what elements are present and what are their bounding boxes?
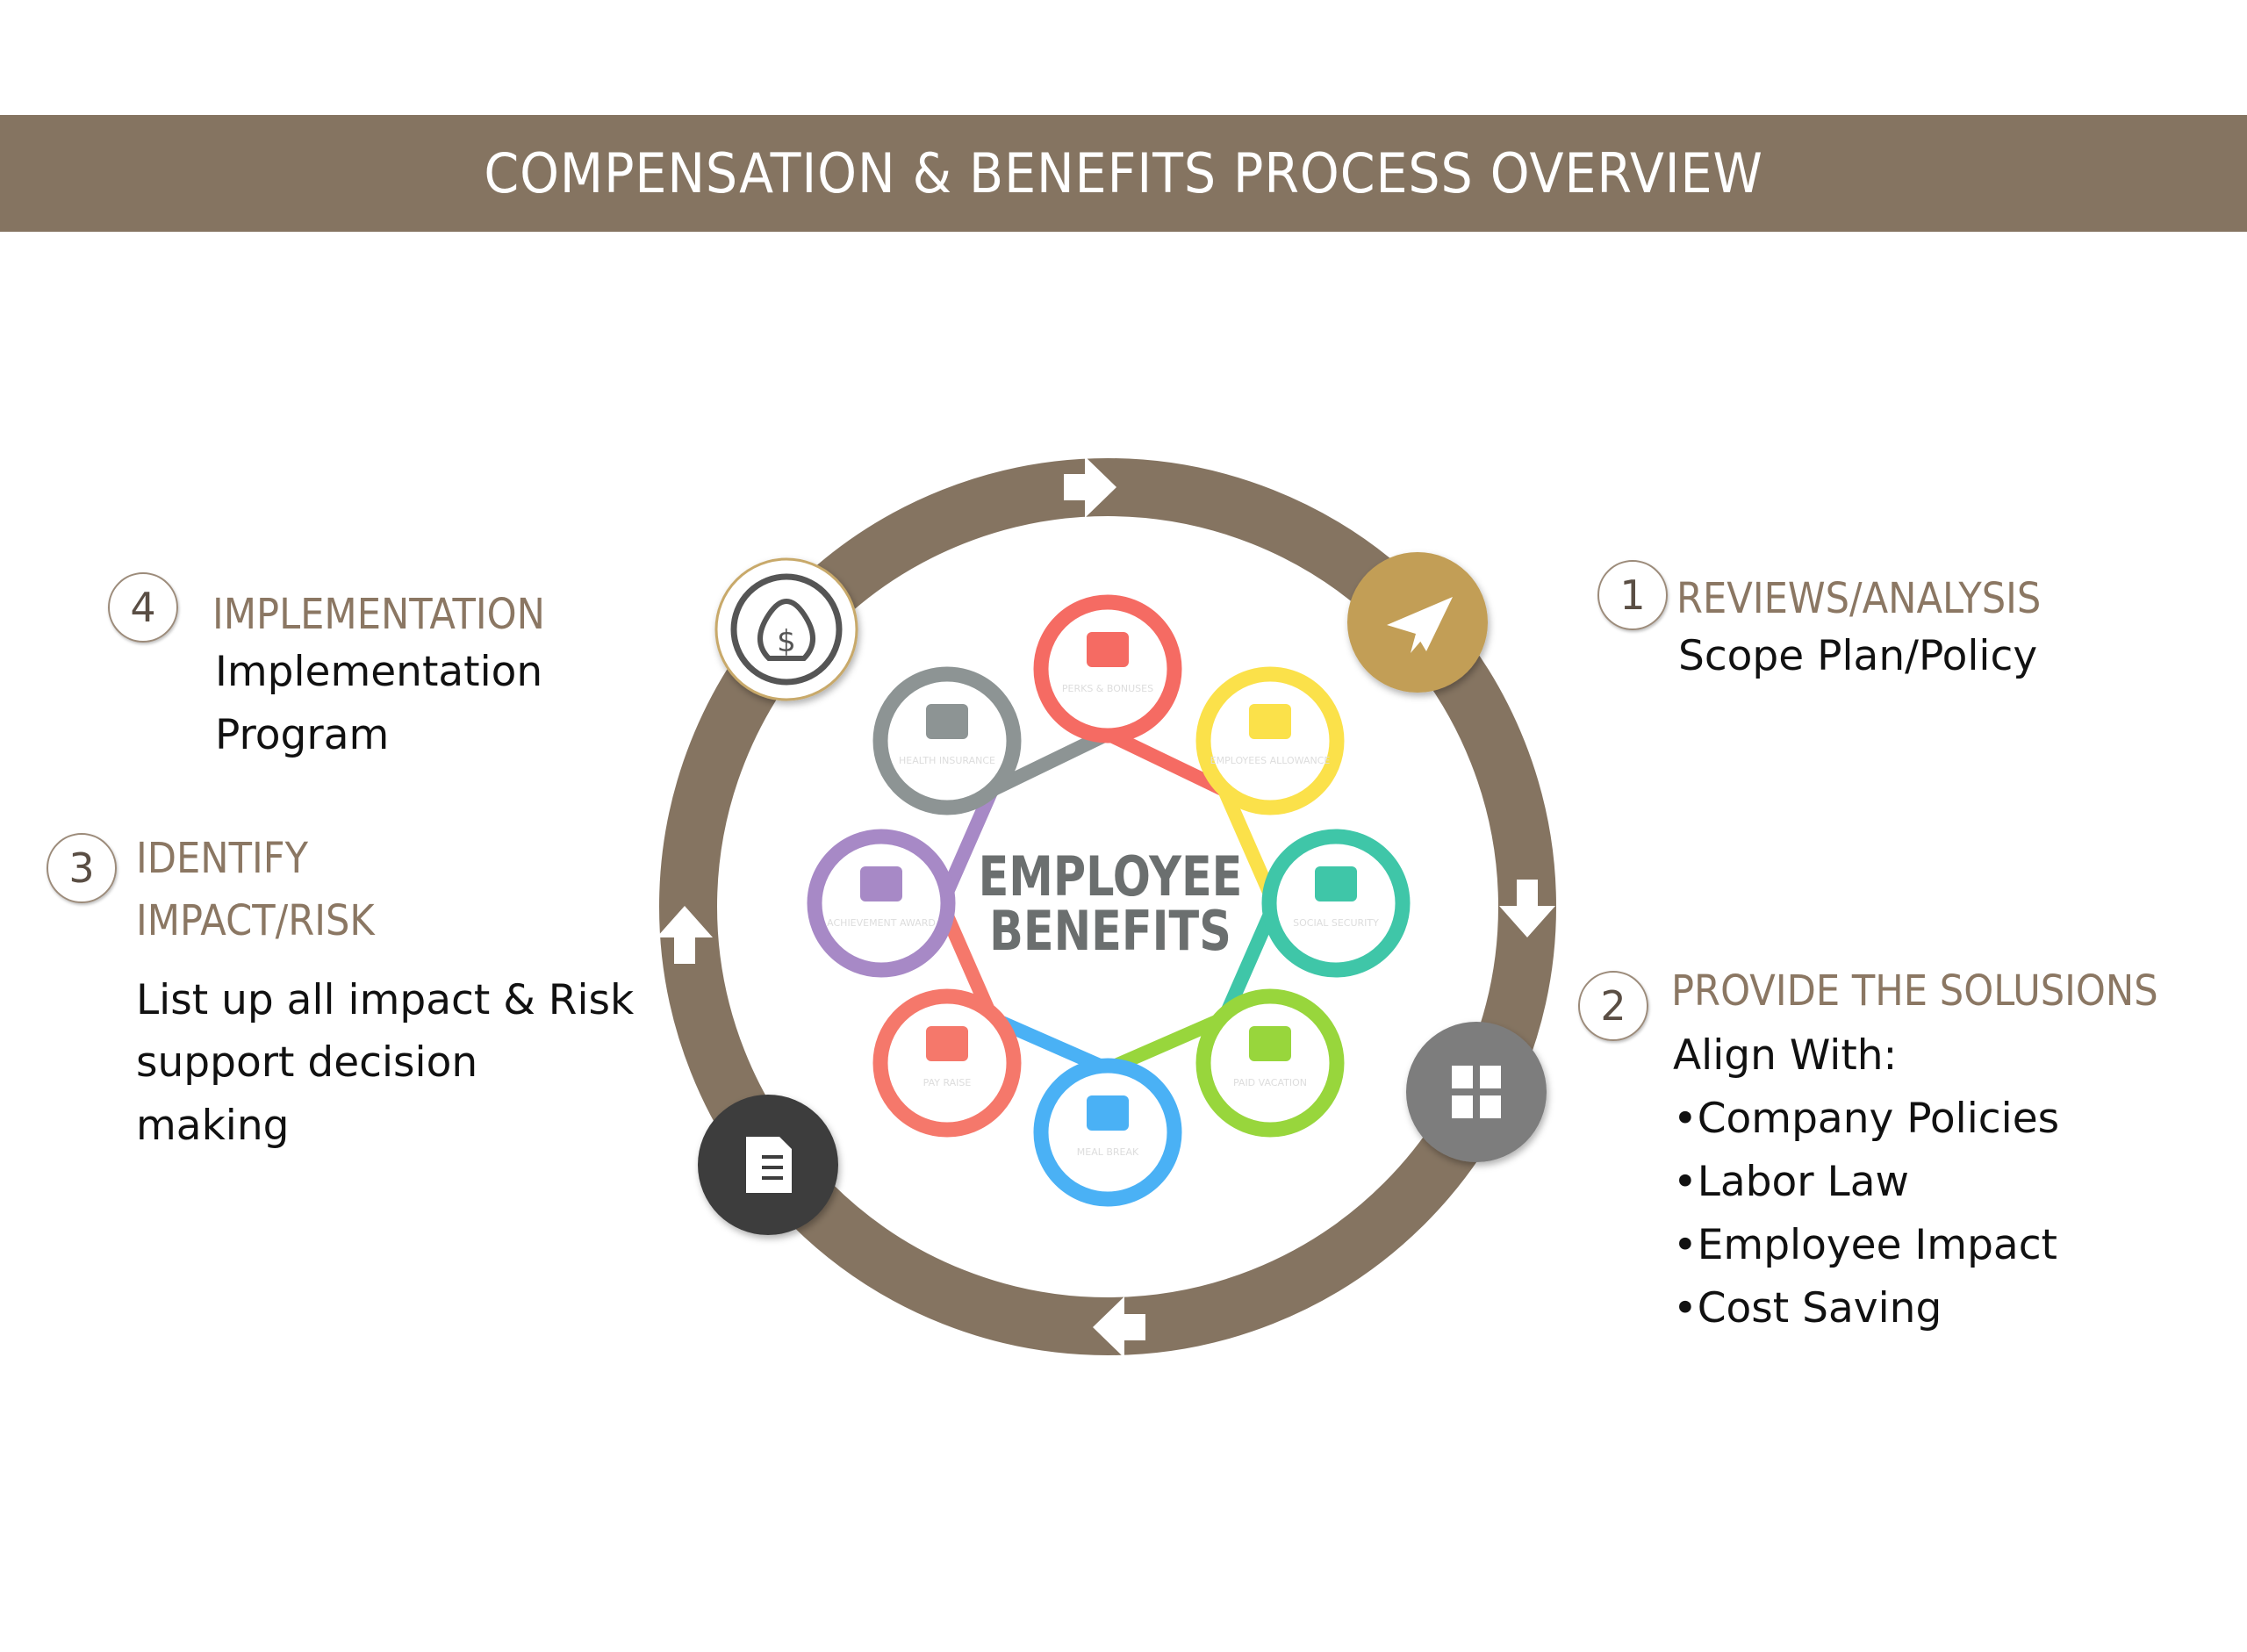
step-number-1: 1 (1597, 560, 1668, 630)
petal-ring (807, 829, 956, 978)
petal-label: ACHIEVEMENT AWARD (827, 917, 936, 929)
arrow-right-icon (1064, 456, 1116, 518)
dollar-sparkle-icon (926, 1026, 968, 1061)
petal-label: MEAL BREAK (1077, 1146, 1139, 1158)
grid-layout-step-icon[interactable] (1406, 1022, 1547, 1162)
center-title-line1: EMPLOYEE (979, 845, 1243, 909)
petal-label: PERKS & BONUSES (1062, 683, 1153, 694)
arrow-up-icon (657, 906, 713, 964)
title-banner: COMPENSATION & BENEFITS PROCESS OVERVIEW (0, 115, 2247, 232)
step-4-line-1: Implementation (215, 648, 543, 696)
petal-ring (1033, 594, 1182, 743)
step-2-title: PROVIDE THE SOLUSIONS (1671, 966, 2158, 1016)
step-number-4: 4 (108, 572, 178, 643)
family-hand-icon (1315, 866, 1357, 901)
petal-label: HEALTH INSURANCE (899, 755, 995, 766)
checklist-document-step-icon[interactable] (698, 1095, 838, 1235)
petal-ring (872, 666, 1022, 815)
step-number-3: 3 (47, 833, 117, 903)
petal-ring (1033, 1058, 1182, 1207)
arrow-left-icon (1093, 1296, 1145, 1358)
petal-label: PAY RAISE (923, 1077, 972, 1088)
petal-ring (872, 988, 1022, 1138)
medal-person-icon (860, 866, 902, 901)
step-4-line-2: Program (215, 711, 390, 759)
step-4-title: IMPLEMENTATION (212, 590, 545, 639)
money-bag-step-icon[interactable]: $ (714, 557, 858, 701)
petal-ring (1195, 988, 1345, 1138)
step-number-2: 2 (1578, 971, 1648, 1041)
step-3-line-3: making (136, 1102, 290, 1150)
benefit-petal-achievement-award: ACHIEVEMENT AWARD (807, 829, 956, 978)
step-3-title-line-2: IMPACT/RISK (136, 896, 375, 945)
plane-ticket-icon (1249, 1026, 1291, 1061)
step-2-line-3: •Labor Law (1673, 1158, 1909, 1206)
clock-plate-icon (1087, 1095, 1129, 1131)
gift-icon (1087, 632, 1129, 667)
petal-ring (1195, 666, 1345, 815)
benefit-petal-employees-allowance: EMPLOYEES ALLOWANCE (1195, 666, 1345, 815)
step-3-title-line-1: IDENTIFY (136, 834, 308, 883)
petal-ring (1261, 829, 1411, 978)
step-3-line-2: support decision (136, 1038, 478, 1087)
benefit-petal-paid-vacation: PAID VACATION (1195, 988, 1345, 1138)
center-title-line2: BENEFITS (989, 900, 1231, 963)
person-plus-icon (926, 704, 968, 739)
step-1-title: REVIEWS/ANALYSIS (1676, 574, 2042, 623)
people-check-icon (1249, 704, 1291, 739)
step-1-line-1: Scope Plan/Policy (1678, 632, 2038, 680)
page-title: COMPENSATION & BENEFITS PROCESS OVERVIEW (484, 141, 1763, 205)
svg-text:$: $ (777, 624, 796, 659)
benefit-petal-perks-bonuses: PERKS & BONUSES (1033, 594, 1182, 743)
arrow-down-icon (1499, 880, 1555, 937)
step-2-line-1: Align With: (1673, 1031, 1898, 1080)
paper-plane-step-icon[interactable] (1347, 552, 1488, 693)
step-3-line-1: List up all impact & Risk (136, 976, 635, 1024)
petal-label: PAID VACATION (1233, 1077, 1307, 1088)
petal-label: EMPLOYEES ALLOWANCE (1210, 755, 1331, 766)
step-2-line-2: •Company Policies (1673, 1095, 2060, 1143)
benefit-petal-social-security: SOCIAL SECURITY (1261, 829, 1411, 978)
petal-label: SOCIAL SECURITY (1293, 917, 1379, 929)
benefit-petal-meal-break: MEAL BREAK (1033, 1058, 1182, 1207)
step-2-line-4: •Employee Impact (1673, 1221, 2057, 1269)
benefit-petal-pay-raise: PAY RAISE (872, 988, 1022, 1138)
step-2-line-5: •Cost Saving (1673, 1284, 1942, 1332)
benefit-petal-health-insurance: HEALTH INSURANCE (872, 666, 1022, 815)
